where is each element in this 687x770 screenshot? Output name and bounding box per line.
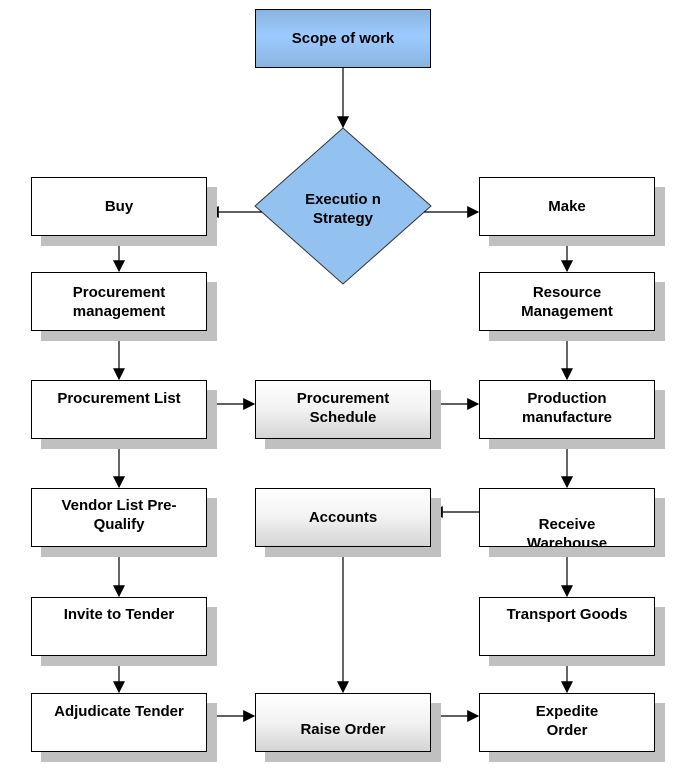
node-procurement-list: Procurement List [31, 380, 207, 439]
node-invite-to-tender: Invite to Tender [31, 597, 207, 656]
node-production-manufacture: Production manufacture [479, 380, 655, 439]
node-label: Accounts [308, 509, 378, 526]
node-adjudicate-tender: Adjudicate Tender [31, 693, 207, 752]
node-execution-strategy: Executio n Strategy [305, 191, 381, 227]
node-label: Procurement Schedule [296, 390, 390, 426]
decision-diamond [254, 127, 432, 285]
node-label: Expedite Order [535, 703, 599, 739]
node-make: Make [479, 177, 655, 236]
node-procurement-schedule: Procurement Schedule [255, 380, 431, 439]
node-receive-warehouse: Receive Warehouse [479, 488, 655, 547]
node-expedite-order: Expedite Order [479, 693, 655, 752]
node-transport-goods: Transport Goods [479, 597, 655, 656]
node-resource-management: Resource Management [479, 272, 655, 331]
node-label: Receive Warehouse [526, 516, 608, 547]
node-procurement-management: Procurement management [31, 272, 207, 331]
node-scope-of-work: Scope of work [255, 9, 431, 68]
node-label: Adjudicate Tender [54, 703, 184, 720]
node-raise-order: Raise Order [255, 693, 431, 752]
node-label: Scope of work [291, 30, 395, 47]
node-accounts: Accounts [255, 488, 431, 547]
node-label: Procurement List [57, 390, 181, 407]
node-label: Vendor List Pre-Qualify [61, 497, 177, 533]
node-label: Make [548, 198, 586, 215]
node-label: Procurement management [72, 283, 166, 320]
node-buy: Buy [31, 177, 207, 236]
node-vendor-list: Vendor List Pre-Qualify [31, 488, 207, 547]
node-label: Production manufacture [521, 390, 613, 426]
node-label: Transport Goods [506, 606, 628, 623]
node-label: Buy [104, 198, 134, 215]
node-label: Invite to Tender [63, 606, 175, 623]
node-label: Raise Order [300, 721, 386, 738]
node-label: Resource Management [521, 283, 613, 320]
